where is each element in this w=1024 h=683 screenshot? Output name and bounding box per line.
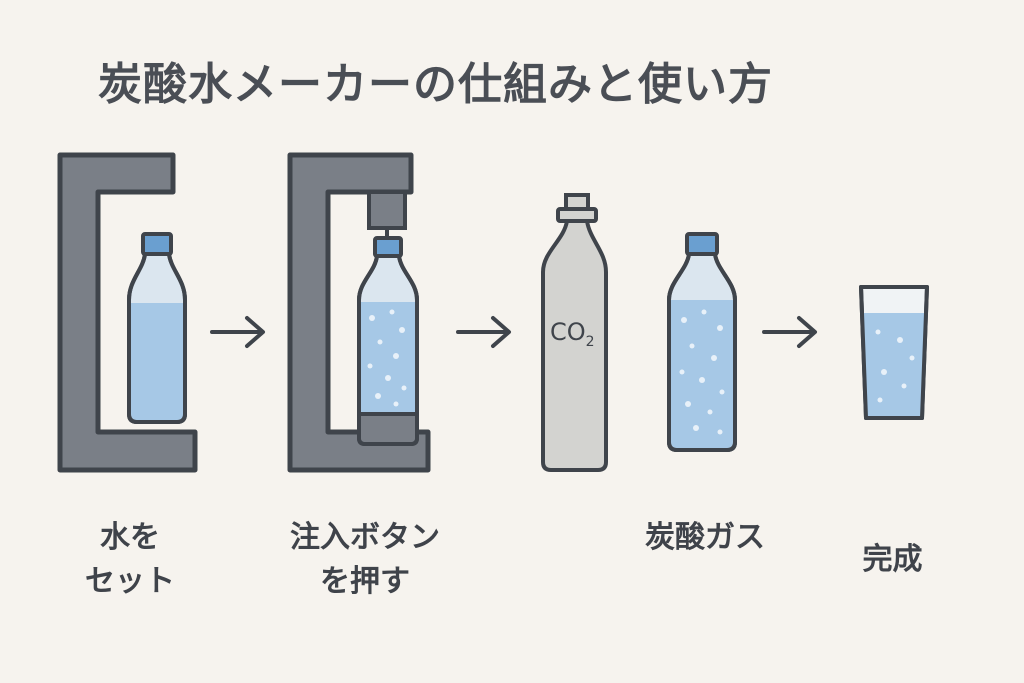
- machine-1: [57, 152, 198, 473]
- glass-icon: [859, 285, 929, 420]
- carbonated-bottle-icon: [357, 236, 419, 446]
- arrow-right-icon: [456, 316, 511, 348]
- arrow-right-icon: [762, 316, 817, 348]
- step-label-co2-gas: 炭酸ガス: [645, 520, 765, 555]
- svg-text:CO2: CO2: [550, 318, 595, 350]
- step-label-done: 完成: [862, 542, 923, 577]
- water-bottle-icon: [127, 232, 187, 424]
- co2-cylinder-icon: CO2: [541, 193, 608, 472]
- sparkling-bottle-icon: [667, 232, 737, 452]
- page-title: 炭酸水メーカーの仕組みと使い方: [98, 59, 773, 110]
- arrow-right-icon: [210, 316, 265, 348]
- step-label-press-button: 注入ボタン を押す: [290, 520, 440, 599]
- cylinder-label: CO: [550, 318, 586, 346]
- step-label-set-water: 水を セット: [85, 520, 175, 599]
- cylinder-label-subscript: 2: [586, 334, 595, 350]
